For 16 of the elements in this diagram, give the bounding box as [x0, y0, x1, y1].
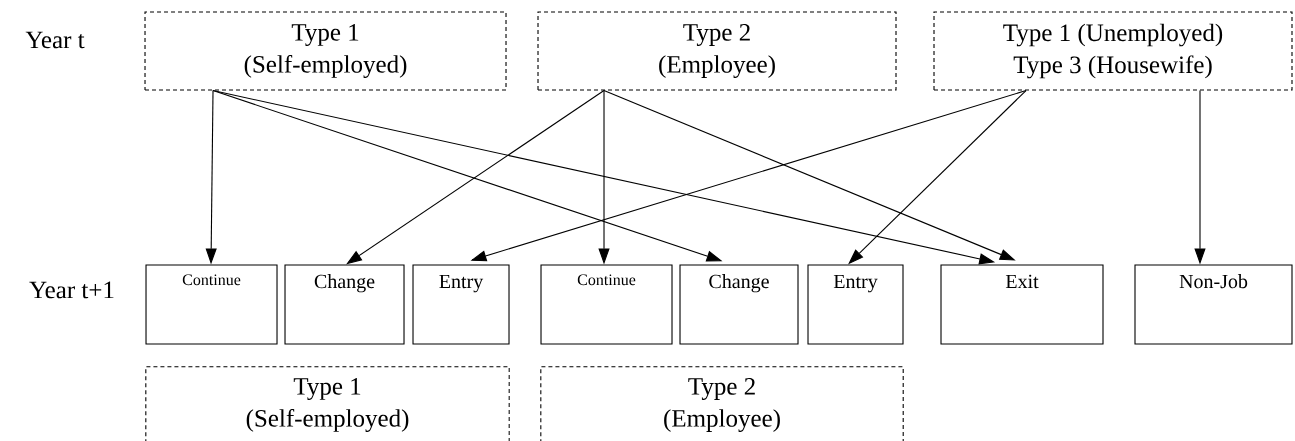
outcome-box: Continue [145, 264, 278, 345]
outcome-box: Entry [807, 264, 904, 345]
outcome-box: Entry [412, 264, 510, 345]
arrow [346, 90, 605, 265]
category-box: Type 2 (Employee) [540, 366, 904, 441]
outcome-box: Continue [540, 264, 673, 345]
outcome-box: Non-Job [1134, 264, 1293, 345]
row-label: Year t [25, 31, 85, 49]
outcome-box: Change [284, 264, 405, 345]
category-box: Type 1 (Self-employed) [145, 366, 510, 441]
row-label: Year t+1 [29, 281, 114, 299]
outcome-box: Change [679, 264, 799, 345]
category-box: Type 1 (Self-employed) [144, 11, 507, 91]
outcome-box: Exit [940, 264, 1104, 345]
category-box: Type 2 (Employee) [537, 11, 897, 91]
category-box: Type 1 (Unemployed) Type 3 (Housewife) [933, 11, 1293, 91]
